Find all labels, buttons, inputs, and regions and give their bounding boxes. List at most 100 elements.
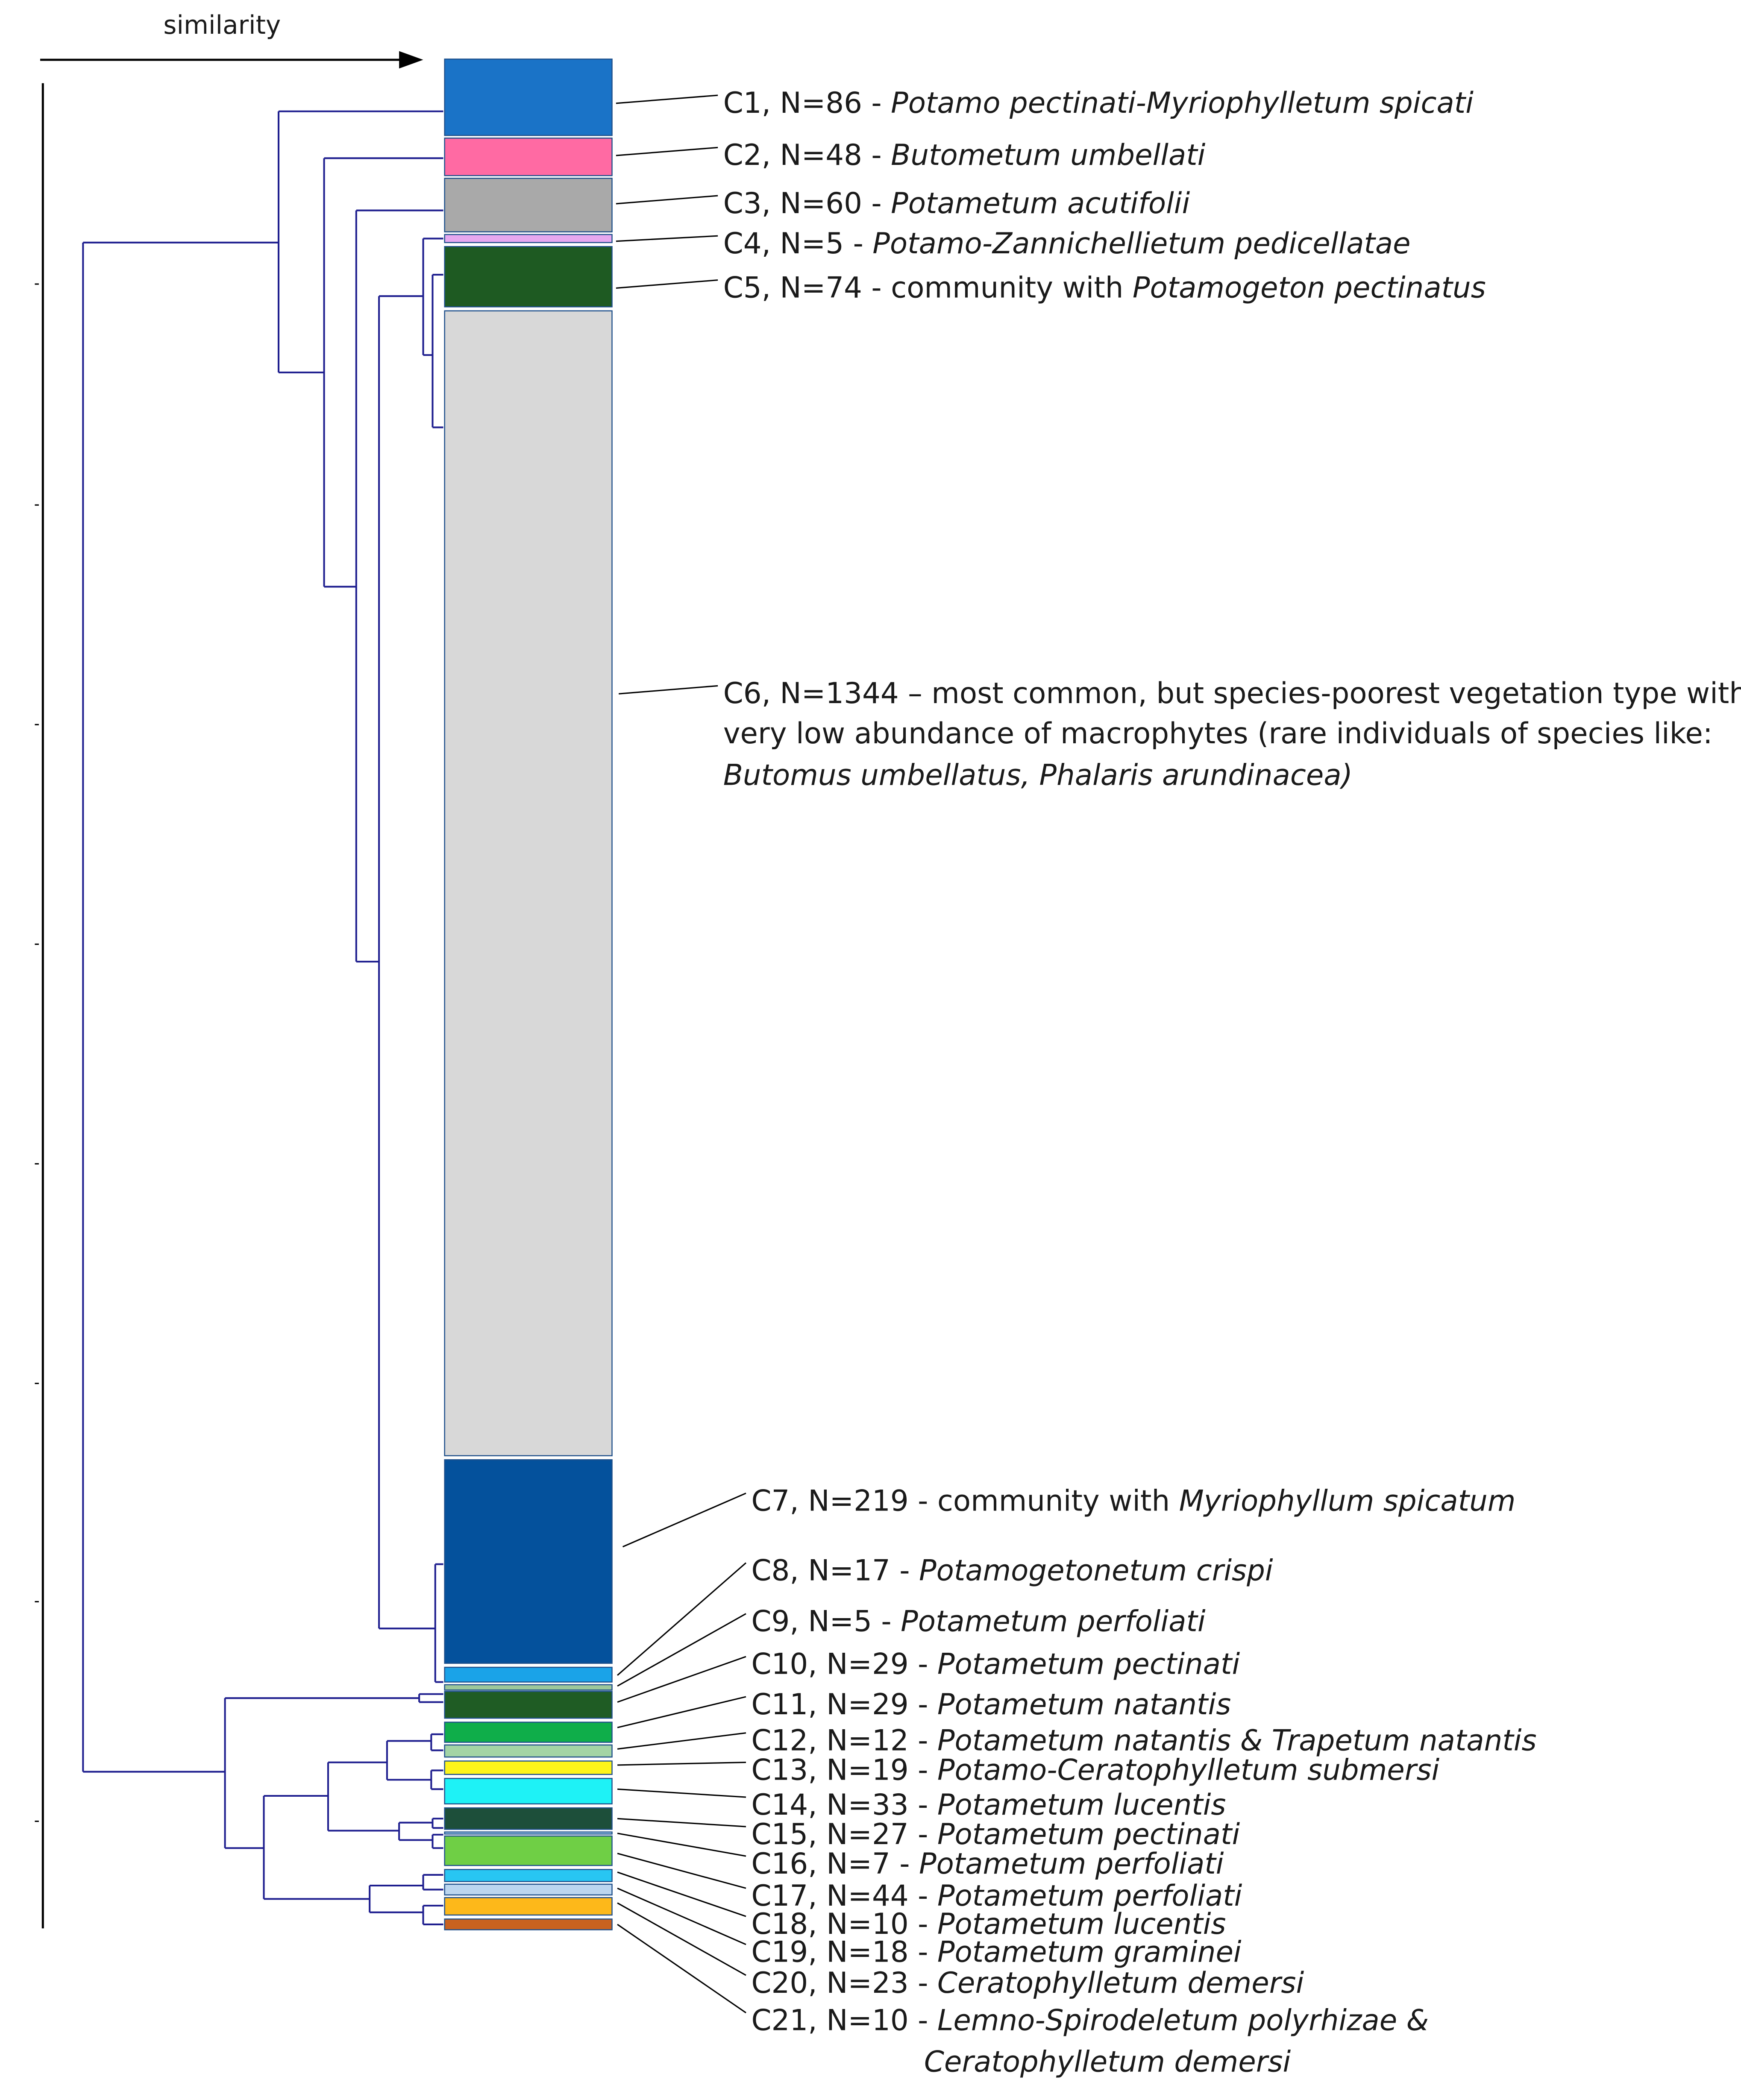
cluster-block-c14 bbox=[444, 1777, 613, 1805]
cluster-label-c10: C10, N=29 - Potametum pectinati bbox=[752, 1647, 1240, 1681]
cluster-block-c19 bbox=[444, 1883, 613, 1896]
label-text: C19, N=18 - bbox=[752, 1935, 937, 1969]
leader-line-c4 bbox=[616, 235, 718, 242]
cluster-block-c10 bbox=[444, 1691, 613, 1719]
leader-line-c10 bbox=[617, 1656, 746, 1703]
label-italic-text: Potamo-Ceratophylletum submersi bbox=[937, 1753, 1440, 1786]
label-italic-text: Potametum perfoliati bbox=[919, 1847, 1224, 1880]
cluster-label-c2: C2, N=48 - Butometum umbellati bbox=[723, 138, 1206, 172]
cluster-block-c9 bbox=[444, 1684, 613, 1691]
cluster-label-c20: C20, N=23 - Ceratophylletum demersi bbox=[752, 1966, 1304, 2000]
label-italic-text: Lemno-Spirodeletum polyrhizae & bbox=[937, 2003, 1429, 2037]
leader-line-c15 bbox=[617, 1818, 746, 1827]
label-text: C14, N=33 - bbox=[752, 1788, 937, 1821]
label-text: C2, N=48 - bbox=[723, 138, 891, 172]
leader-line-c17 bbox=[617, 1853, 746, 1889]
label-text: C3, N=60 - bbox=[723, 186, 891, 220]
label-text: C21, N=10 - bbox=[752, 2003, 937, 2037]
cluster-label-c18: C18, N=10 - Potametum lucentis bbox=[752, 1907, 1226, 1941]
leader-line-c9 bbox=[617, 1613, 746, 1687]
cluster-block-c1 bbox=[444, 59, 613, 136]
label-italic-text: Myriophyllum spicatum bbox=[1179, 1484, 1516, 1517]
axis-arrow-head bbox=[399, 51, 423, 69]
label-text: C8, N=17 - bbox=[752, 1553, 919, 1587]
label-text: C17, N=44 - bbox=[752, 1879, 937, 1912]
leader-line-c2 bbox=[616, 147, 718, 156]
cluster-label-c4: C4, N=5 - Potamo-Zannichellietum pedicel… bbox=[723, 226, 1411, 260]
cluster-label-c13: C13, N=19 - Potamo-Ceratophylletum subme… bbox=[752, 1753, 1440, 1786]
cluster-block-c21 bbox=[444, 1918, 613, 1930]
leader-line-c18 bbox=[617, 1871, 746, 1917]
label-text: C4, N=5 - bbox=[723, 226, 873, 260]
cluster-label-c8: C8, N=17 - Potamogetonetum crispi bbox=[752, 1553, 1273, 1587]
cluster-label-c16: C16, N=7 - Potametum perfoliati bbox=[752, 1847, 1224, 1880]
cluster-label-c11: C11, N=29 - Potametum natantis bbox=[752, 1687, 1231, 1721]
cluster-block-c11 bbox=[444, 1722, 613, 1743]
leader-lines bbox=[616, 94, 747, 2014]
cluster-label-c9: C9, N=5 - Potametum perfoliati bbox=[752, 1604, 1206, 1638]
label-text: C18, N=10 - bbox=[752, 1907, 937, 1941]
cluster-block-c17 bbox=[444, 1835, 613, 1866]
leader-line-c12 bbox=[617, 1732, 746, 1750]
leader-line-c8 bbox=[617, 1562, 747, 1676]
label-text: C5, N=74 - community with bbox=[723, 270, 1133, 304]
cluster-label-c15: C15, N=27 - Potametum pectinati bbox=[752, 1817, 1240, 1851]
label-text: C12, N=12 - bbox=[752, 1723, 937, 1757]
label-text: C10, N=29 - bbox=[752, 1647, 937, 1681]
label-text: C1, N=86 - bbox=[723, 86, 891, 120]
axis-label-similarity: similarity bbox=[163, 11, 281, 40]
label-text: C11, N=29 - bbox=[752, 1687, 937, 1721]
cluster-label-c17: C17, N=44 - Potametum perfoliati bbox=[752, 1879, 1242, 1912]
cluster-label-c5: C5, N=74 - community with Potamogeton pe… bbox=[723, 270, 1486, 304]
cluster-label-c19: C19, N=18 - Potametum graminei bbox=[752, 1935, 1242, 1969]
label-text: C16, N=7 - bbox=[752, 1847, 919, 1880]
cluster-labels: C1, N=86 - Potamo pectinati-Myriophyllet… bbox=[723, 86, 1741, 2079]
cluster-block-c13 bbox=[444, 1760, 613, 1775]
cluster-block-c2 bbox=[444, 138, 613, 176]
label-text: C20, N=23 - bbox=[752, 1966, 937, 2000]
similarity-axis: similarity bbox=[40, 11, 423, 69]
label-text: C13, N=19 - bbox=[752, 1753, 937, 1786]
cluster-label-c6-cont: very low abundance of macrophytes (rare … bbox=[723, 716, 1713, 750]
cluster-label-c3: C3, N=60 - Potametum acutifolii bbox=[723, 186, 1190, 220]
cluster-label-c6-cont: Butomus umbellatus, Phalaris arundinacea… bbox=[723, 758, 1353, 792]
leader-line-c1 bbox=[616, 94, 718, 104]
cluster-block-c16 bbox=[444, 1831, 613, 1835]
label-italic-text: Ceratophylletum demersi bbox=[937, 1966, 1304, 2000]
leader-line-c19 bbox=[617, 1887, 746, 1945]
label-italic-text: Potamo-Zannichellietum pedicellatae bbox=[872, 226, 1410, 260]
label-italic-text: Potametum lucentis bbox=[937, 1907, 1226, 1941]
cluster-block-c4 bbox=[444, 234, 613, 243]
label-italic-text: Butomus umbellatus, Phalaris arundinacea… bbox=[723, 758, 1353, 792]
cluster-label-c1: C1, N=86 - Potamo pectinati-Myriophyllet… bbox=[723, 86, 1474, 120]
leader-line-c3 bbox=[616, 195, 718, 205]
cluster-label-c14: C14, N=33 - Potametum lucentis bbox=[752, 1788, 1226, 1821]
label-italic-text: Ceratophylletum demersi bbox=[924, 2045, 1291, 2079]
label-italic-text: Potametum graminei bbox=[937, 1935, 1242, 1969]
label-italic-text: Potamogetonetum crispi bbox=[919, 1553, 1273, 1587]
label-text: C6, N=1344 – most common, but species-po… bbox=[723, 676, 1741, 710]
label-italic-text: Potametum perfoliati bbox=[901, 1604, 1206, 1638]
label-italic-text: Potametum lucentis bbox=[937, 1788, 1226, 1821]
cluster-block-c7 bbox=[444, 1459, 613, 1664]
cluster-block-c12 bbox=[444, 1744, 613, 1758]
leader-line-c16 bbox=[617, 1833, 746, 1857]
label-italic-text: Potametum pectinati bbox=[937, 1647, 1240, 1681]
dendrogram-tree bbox=[35, 83, 443, 1929]
label-italic-text: Potamogeton pectinatus bbox=[1133, 270, 1486, 304]
leader-line-c5 bbox=[616, 279, 718, 289]
label-italic-text: Potametum perfoliati bbox=[937, 1879, 1242, 1912]
label-italic-text: Potametum natantis bbox=[937, 1687, 1231, 1721]
cluster-blocks bbox=[444, 59, 613, 1930]
cluster-label-c21-cont: Ceratophylletum demersi bbox=[924, 2045, 1291, 2079]
leader-line-c14 bbox=[617, 1788, 746, 1798]
label-italic-text: Potametum natantis & Trapetum natantis bbox=[937, 1723, 1537, 1757]
leader-line-c20 bbox=[617, 1902, 746, 1976]
cluster-block-c15 bbox=[444, 1807, 613, 1830]
cluster-label-c12: C12, N=12 - Potametum natantis & Trapetu… bbox=[752, 1723, 1537, 1757]
leader-line-c6 bbox=[619, 685, 718, 695]
label-text: C9, N=5 - bbox=[752, 1604, 901, 1638]
label-text: C7, N=219 - community with bbox=[752, 1484, 1179, 1517]
cluster-block-c5 bbox=[444, 246, 613, 308]
